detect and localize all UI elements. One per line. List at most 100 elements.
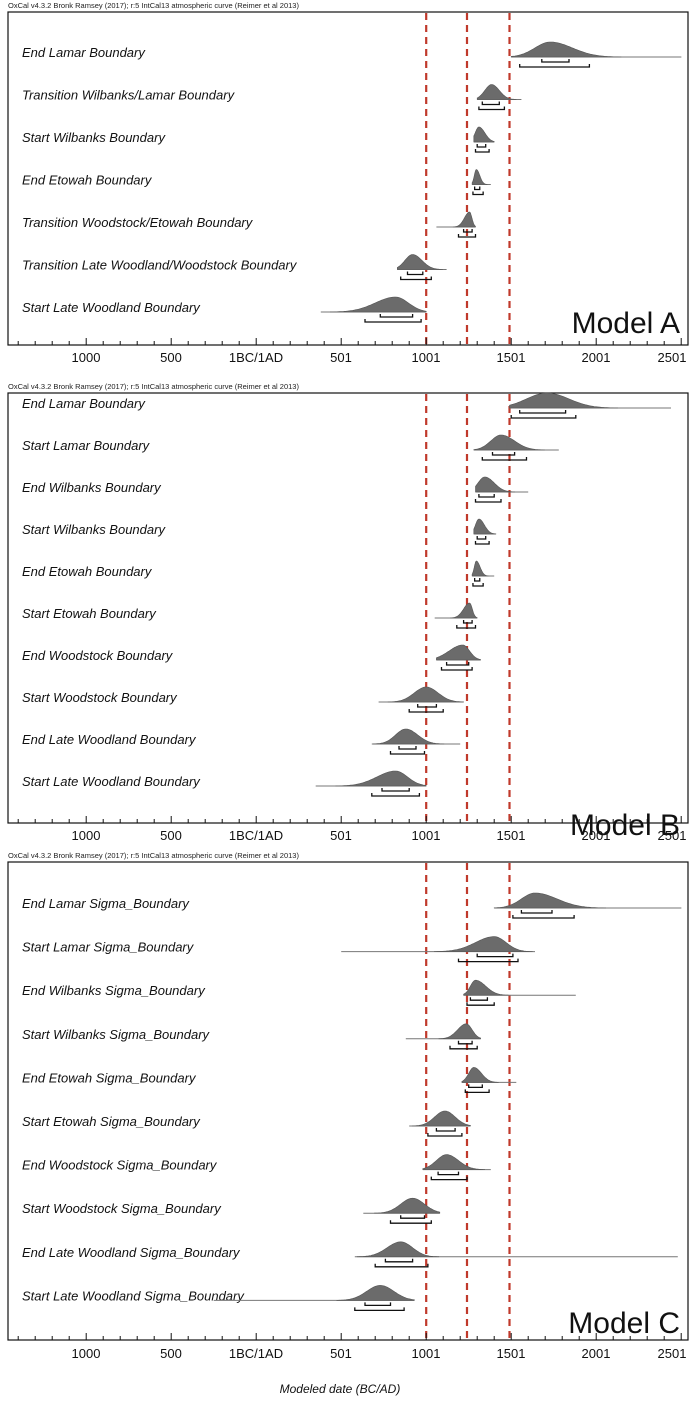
tick-label: 500 (160, 1346, 182, 1361)
range-68-bracket (519, 410, 567, 414)
distribution-area (374, 1197, 441, 1214)
row-label: Start Woodstock Sigma_Boundary (22, 1201, 222, 1216)
row-label: End Etowah Boundary (22, 564, 153, 579)
range-68-bracket (474, 578, 481, 582)
tick-label: 1001 (412, 350, 441, 365)
range-68-bracket (417, 704, 438, 708)
tick-label: 501 (330, 350, 352, 365)
range-95-bracket (457, 234, 477, 238)
row-label: Transition Wilbanks/Lamar Boundary (22, 88, 236, 103)
range-95-bracket (430, 1176, 468, 1181)
range-68-bracket (462, 229, 473, 233)
plot-frame (7, 11, 689, 346)
range-95-bracket (474, 541, 490, 545)
row-label: End Woodstock Sigma_Boundary (22, 1158, 218, 1173)
range-68-bracket (364, 1302, 392, 1307)
range-95-bracket (519, 64, 591, 68)
plot-frame (7, 392, 689, 824)
distribution-area (356, 1241, 440, 1258)
panel-c: OxCal v4.3.2 Bronk Ramsey (2017); r:5 In… (7, 851, 689, 1396)
tick-label: 1BC/1AD (229, 350, 283, 365)
distribution-area (452, 211, 476, 228)
range-68-bracket (457, 1040, 473, 1045)
row-7: End Woodstock Sigma_Boundary (22, 1154, 491, 1181)
panel-header: OxCal v4.3.2 Bronk Ramsey (2017); r:5 In… (8, 382, 299, 391)
panel-header: OxCal v4.3.2 Bronk Ramsey (2017); r:5 In… (8, 851, 299, 860)
row-7: Start Late Woodland Boundary (22, 296, 427, 323)
range-95-bracket (466, 1002, 495, 1006)
row-4: Start Wilbanks Sigma_Boundary (22, 1023, 481, 1050)
range-95-bracket (389, 751, 426, 755)
row-4: Start Wilbanks Boundary (22, 518, 497, 545)
range-95-bracket (464, 1089, 490, 1094)
row-label: End Wilbanks Boundary (22, 480, 162, 495)
row-10: Start Late Woodland Boundary (22, 770, 427, 797)
distribution-area (335, 770, 427, 787)
range-95-bracket (440, 667, 473, 671)
row-label: Start Wilbanks Sigma_Boundary (22, 1027, 211, 1042)
distribution-area (471, 560, 489, 577)
range-95-bracket (478, 106, 506, 111)
distribution-area (473, 126, 495, 143)
row-label: Transition Late Woodland/Woodstock Bound… (22, 258, 298, 273)
range-68-bracket (476, 953, 514, 958)
row-label: End Lamar Sigma_Boundary (22, 896, 190, 911)
row-9: End Late Woodland Sigma_Boundary (22, 1241, 678, 1268)
distribution-area (434, 936, 533, 952)
range-95-bracket (472, 191, 484, 196)
range-95-bracket (354, 1307, 405, 1312)
tick-label: 2001 (582, 1346, 611, 1361)
range-68-bracket (541, 59, 570, 63)
range-68-bracket (468, 1084, 483, 1089)
range-95-bracket (456, 625, 477, 629)
tick-label: 1001 (412, 1346, 441, 1361)
range-95-bracket (427, 1133, 463, 1137)
range-68-bracket (469, 997, 489, 1001)
distribution-area (397, 254, 443, 270)
range-95-bracket (449, 1045, 478, 1050)
distribution-area (473, 434, 545, 451)
row-4: End Etowah Boundary (22, 169, 491, 196)
distribution-area (450, 602, 478, 619)
row-label: End Etowah Boundary (22, 173, 153, 188)
row-7: End Woodstock Boundary (22, 644, 481, 671)
range-95-bracket (371, 793, 421, 797)
range-95-bracket (400, 276, 432, 281)
tick-label: 500 (160, 350, 182, 365)
range-95-bracket (512, 915, 575, 919)
range-95-bracket (474, 499, 502, 503)
range-68-bracket (476, 144, 487, 148)
row-1: End Lamar Sigma_Boundary (22, 892, 682, 919)
distribution-area (476, 84, 517, 100)
range-95-bracket (481, 457, 528, 461)
row-2: Transition Wilbanks/Lamar Boundary (22, 84, 522, 111)
row-3: End Wilbanks Boundary (22, 476, 529, 503)
model-label: Model B (570, 809, 680, 842)
row-label: Start Woodstock Boundary (22, 690, 178, 705)
distribution-area (412, 1110, 471, 1127)
range-95-bracket (472, 583, 484, 587)
range-95-bracket (510, 415, 577, 419)
row-6: Transition Late Woodland/Woodstock Bound… (22, 254, 447, 281)
distribution-area (387, 686, 464, 703)
tick-label: 1000 (72, 350, 101, 365)
row-5: Transition Woodstock/Etowah Boundary (22, 211, 477, 238)
tick-label: 501 (330, 1346, 352, 1361)
distribution-area (493, 892, 606, 909)
row-3: End Wilbanks Sigma_Boundary (22, 979, 576, 1006)
tick-label: 1BC/1AD (229, 828, 283, 843)
row-label: Start Late Woodland Boundary (22, 300, 201, 315)
row-label: End Woodstock Boundary (22, 648, 174, 663)
distribution-area (330, 296, 427, 313)
range-68-bracket (384, 1258, 414, 1263)
tick-label: 2501 (658, 1346, 687, 1361)
row-label: End Late Woodland Sigma_Boundary (22, 1245, 241, 1260)
row-label: End Late Woodland Boundary (22, 732, 197, 747)
tick-label: 500 (160, 828, 182, 843)
row-label: End Lamar Boundary (22, 45, 146, 60)
distribution-area (475, 476, 516, 493)
row-3: Start Wilbanks Boundary (22, 126, 495, 153)
